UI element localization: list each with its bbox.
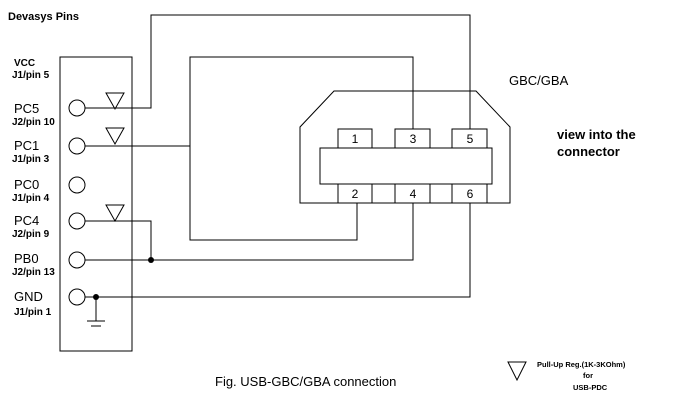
pullup-pc4-icon: [105, 204, 125, 223]
wire-pb0-pin4: [85, 203, 414, 261]
vcc-label: VCC: [14, 58, 35, 69]
wire-pc5-pin5: [85, 14, 471, 129]
devasys-header: Devasys Pins: [8, 11, 79, 23]
gnd-terminal: [68, 288, 86, 306]
pc5-terminal: [68, 99, 86, 117]
pc1-terminal: [68, 137, 86, 155]
pin-box-6: [451, 183, 488, 204]
pin-box-2: [337, 183, 373, 204]
pin-number-3: 3: [410, 132, 417, 146]
wire-pc1-pin3: [85, 56, 414, 147]
pb0-sub-label: J2/pin 13: [12, 267, 55, 278]
junction-pb0-dot: [148, 257, 154, 263]
pb0-label: PB0: [14, 251, 39, 266]
pin-box-5: [451, 128, 488, 149]
pin-box-4: [394, 183, 431, 204]
pc0-sub-label: J1/pin 4: [12, 193, 50, 204]
pc0-terminal: [68, 176, 86, 194]
pc1-label: PC1: [14, 138, 39, 153]
pc5-sub-label: J2/pin 10: [12, 117, 55, 128]
pin-number-4: 4: [410, 187, 417, 201]
legend-line2: for: [583, 371, 593, 380]
pin-box-3: [394, 128, 431, 149]
pin-number-6: 6: [467, 187, 474, 201]
wire-pc4-junction: [85, 220, 152, 260]
view-note-line1: view into the: [557, 127, 636, 142]
pc4-sub-label: J2/pin 9: [12, 229, 50, 240]
connector-inner-bar: [319, 147, 493, 185]
connector-title: GBC/GBA: [509, 73, 569, 88]
vcc-sub-label: J1/pin 5: [12, 70, 50, 81]
pin-number-5: 5: [467, 132, 474, 146]
pc5-label: PC5: [14, 101, 39, 116]
connector-outline: [299, 90, 511, 204]
legend-line1: Pull-Up Reg.(1K-3KOhm): [537, 360, 626, 369]
pin-number-1: 1: [352, 132, 359, 146]
pin-number-2: 2: [352, 187, 359, 201]
pin-box-1: [337, 128, 373, 149]
figure-caption: Fig. USB-GBC/GBA connection: [215, 374, 396, 389]
legend-line3: USB-PDC: [573, 383, 608, 392]
pc4-terminal: [68, 212, 86, 230]
pc4-label: PC4: [14, 213, 39, 228]
devasys-board: [59, 56, 133, 352]
pb0-terminal: [68, 251, 86, 269]
pullup-pc1-icon: [105, 127, 125, 146]
gnd-sub-label: J1/pin 1: [14, 307, 52, 318]
legend-pullup-icon: [507, 361, 527, 382]
wire-gnd-pin6: [85, 203, 471, 298]
pc1-sub-label: J1/pin 3: [12, 154, 50, 165]
gnd-label: GND: [14, 289, 43, 304]
wire-pin2: [189, 146, 358, 241]
view-note-line2: connector: [557, 144, 620, 159]
pullup-pc5-icon: [105, 92, 125, 111]
pc0-label: PC0: [14, 177, 39, 192]
